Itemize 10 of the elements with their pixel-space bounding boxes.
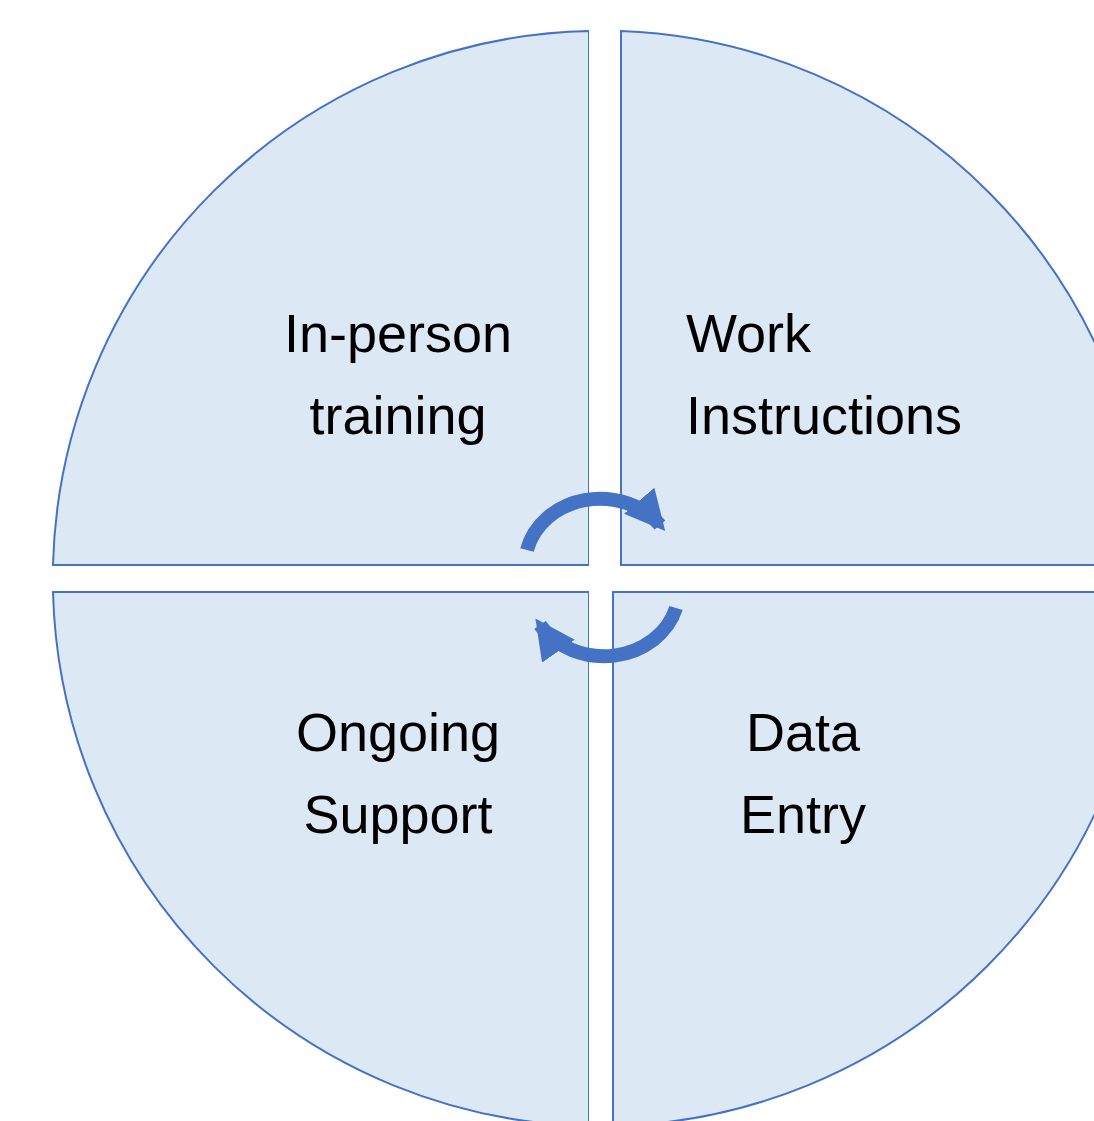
segment-label: Ongoing Support — [294, 701, 502, 846]
segment-label: In-person training — [282, 302, 514, 447]
quadrant-segment — [620, 30, 1094, 566]
curved-arrow — [520, 488, 666, 553]
segment-label: Work Instructions — [686, 302, 964, 447]
quadrant-segment — [52, 30, 589, 566]
quadrant-segment — [612, 591, 1094, 1121]
segment-label: Data Entry — [738, 701, 867, 846]
curved-arrow — [534, 605, 683, 664]
quadrant-segment — [52, 591, 589, 1121]
